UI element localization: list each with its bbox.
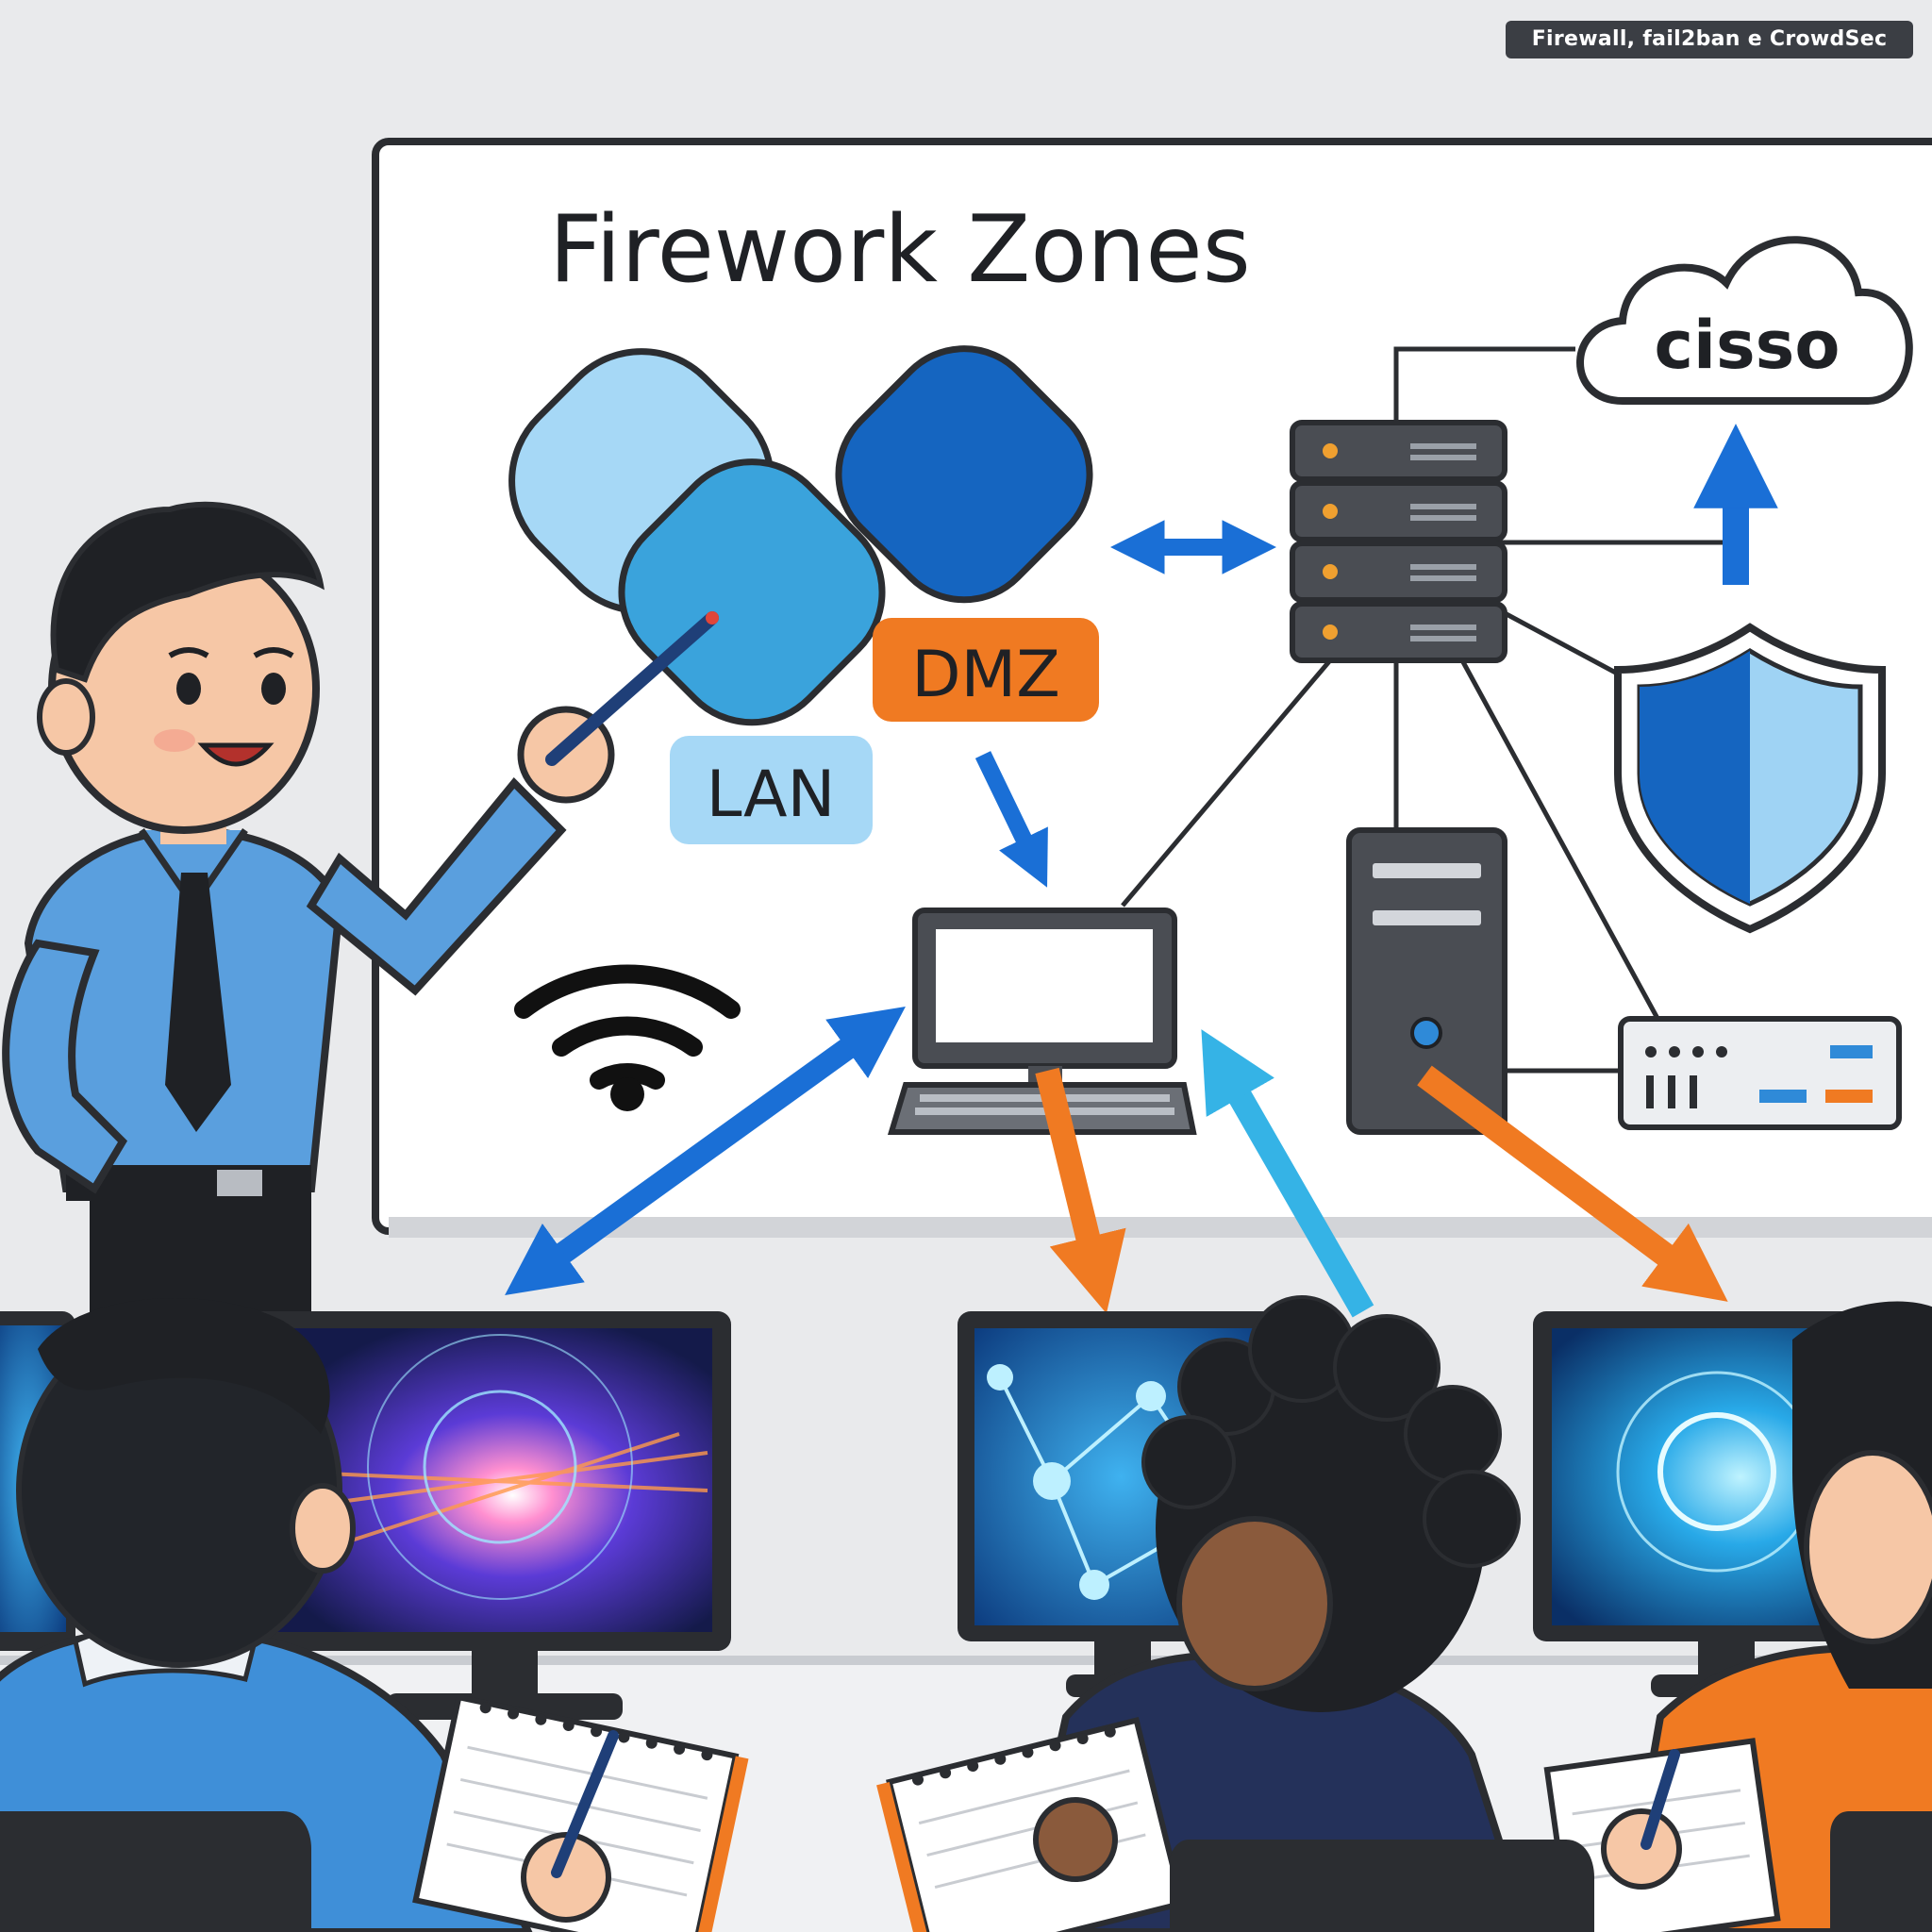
student-center	[876, 1295, 1533, 1932]
lan-label-text: LAN	[707, 758, 836, 832]
arrow-desktop-left	[505, 1007, 906, 1295]
network-switch-icon	[1618, 1016, 1902, 1130]
down-arrow-icon	[974, 751, 1048, 888]
desktop-computer-icon	[887, 908, 1197, 1135]
server-rack-icon	[1290, 420, 1507, 663]
dmz-label: DMZ	[873, 618, 1099, 722]
classroom-arrows	[505, 1007, 1728, 1318]
dmz-label-text: DMZ	[911, 638, 1060, 712]
cloud-icon: cisso	[1576, 236, 1913, 405]
tower-pc-icon	[1346, 827, 1507, 1135]
link-server-desktop	[1121, 658, 1332, 908]
lan-label: LAN	[670, 736, 873, 844]
chairs	[0, 1811, 1932, 1932]
link-server-switch	[1459, 658, 1663, 1025]
link-server-cloud	[1393, 346, 1575, 425]
board-arrows	[974, 424, 1778, 888]
zone-blob-mid	[618, 458, 886, 726]
cloud-label: cisso	[1655, 307, 1840, 384]
whiteboard: Firework Zones	[372, 138, 1932, 1238]
zone-blob-dark	[835, 345, 1093, 604]
arrow-tower-right	[1417, 1065, 1728, 1302]
network-links	[1121, 346, 1726, 1074]
presenter	[2, 501, 719, 1415]
caption-badge: Firewall, fail2ban e CrowdSec	[1506, 21, 1913, 58]
pointer-stick	[545, 611, 719, 766]
arrow-center-up	[1201, 1029, 1374, 1318]
zone-diagram	[508, 345, 1093, 726]
arrow-desktop-center	[1035, 1067, 1126, 1314]
shield-icon	[1614, 623, 1886, 934]
whiteboard-title: Firework Zones	[549, 196, 1251, 304]
student-monitor-1	[250, 1311, 731, 1720]
